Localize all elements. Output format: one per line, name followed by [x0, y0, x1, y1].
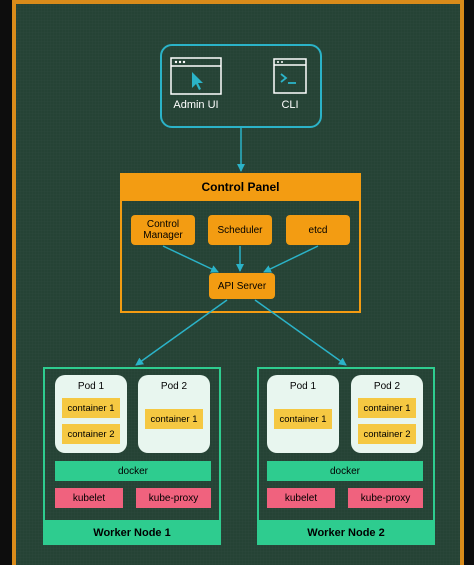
- api-to-worker1-arrow: [135, 299, 228, 366]
- etcd-box[interactable]: etcd: [286, 215, 350, 245]
- worker2-kubelet[interactable]: kubelet: [267, 488, 335, 508]
- worker2-pod2-container2[interactable]: container 2: [358, 424, 416, 444]
- manager-to-api-arrow: [162, 245, 219, 273]
- worker2-pod1-container1[interactable]: container 1: [274, 409, 332, 429]
- worker1-title: Worker Node 1: [43, 520, 221, 545]
- worker1-docker[interactable]: docker: [55, 461, 211, 481]
- control-panel-title: Control Panel: [120, 173, 361, 201]
- worker2-docker[interactable]: docker: [267, 461, 423, 481]
- scheduler-box[interactable]: Scheduler: [208, 215, 272, 245]
- worker1-kubelet[interactable]: kubelet: [55, 488, 123, 508]
- worker2-pod2-container1[interactable]: container 1: [358, 398, 416, 418]
- worker1-pod1-label: Pod 1: [77, 381, 105, 392]
- worker2-pod1-label: Pod 1: [289, 381, 317, 392]
- api-to-worker2-arrow: [254, 299, 347, 366]
- worker2-pod2-label: Pod 2: [373, 381, 401, 392]
- api-server-box[interactable]: API Server: [209, 273, 275, 299]
- worker1-kube-proxy[interactable]: kube-proxy: [136, 488, 211, 508]
- terminal-icon: [273, 58, 307, 94]
- admin-ui-label[interactable]: Admin UI: [173, 99, 219, 111]
- worker1-pod2-container1[interactable]: container 1: [145, 409, 203, 429]
- etcd-to-api-arrow: [263, 245, 319, 273]
- worker1-pod1-container2[interactable]: container 2: [62, 424, 120, 444]
- cli-label[interactable]: CLI: [281, 99, 299, 111]
- worker1-pod1-container1[interactable]: container 1: [62, 398, 120, 418]
- browser-cursor-icon: [170, 57, 222, 95]
- worker2-title: Worker Node 2: [257, 520, 435, 545]
- worker1-pod2-label: Pod 2: [160, 381, 188, 392]
- control-manager-box[interactable]: Control Manager: [131, 215, 195, 245]
- worker2-kube-proxy[interactable]: kube-proxy: [348, 488, 423, 508]
- client-box: [160, 44, 322, 128]
